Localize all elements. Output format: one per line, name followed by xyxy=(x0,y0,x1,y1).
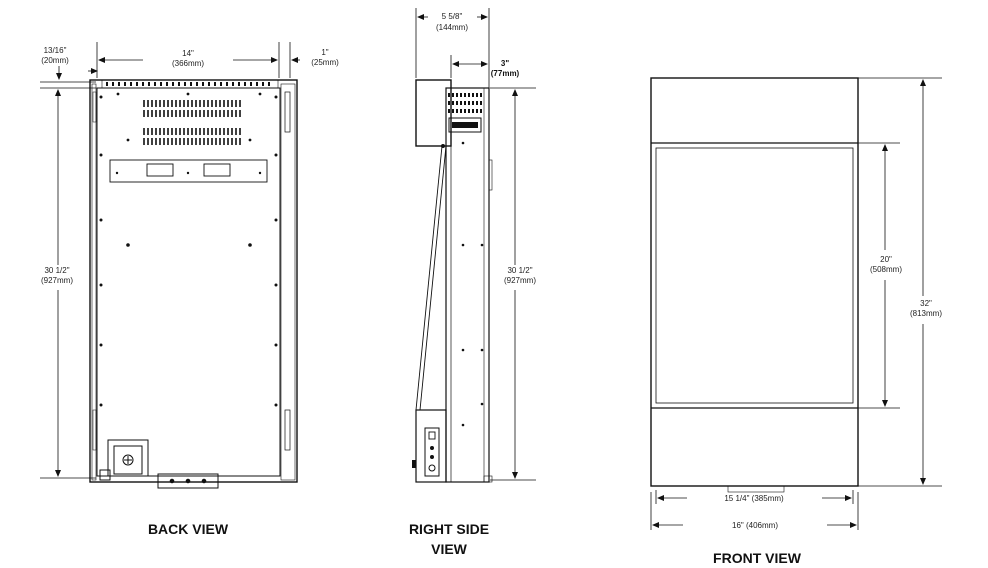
side-view-caption-line1: RIGHT SIDE xyxy=(409,521,489,537)
front-height-mm: (813mm) xyxy=(910,309,942,318)
front-opening-height-mm: (508mm) xyxy=(870,265,902,274)
side-height-label: 30 1/2" xyxy=(507,266,532,275)
front-body xyxy=(650,77,859,493)
front-opening-height-label: 20" xyxy=(880,255,892,264)
back-bottom-bracket xyxy=(157,473,219,489)
back-right-margin-label: 1" xyxy=(321,48,328,57)
side-body xyxy=(415,79,493,483)
front-height-label: 32" xyxy=(920,299,932,308)
front-view: 20" (508mm) 32" (813mm) 15 1/4" (385mm) … xyxy=(650,77,942,530)
front-outer-width-label: 16" (406mm) xyxy=(732,521,778,530)
side-view-caption-line2: VIEW xyxy=(431,541,468,557)
back-panel xyxy=(89,79,298,483)
back-right-margin-mm: (25mm) xyxy=(311,58,339,67)
back-vent-grille-lower xyxy=(143,128,241,145)
back-top-vent xyxy=(101,79,279,89)
back-height-mm: (927mm) xyxy=(41,276,73,285)
back-dimension-lines xyxy=(40,42,300,479)
side-depth-mm: (144mm) xyxy=(436,23,468,32)
back-screws xyxy=(99,92,278,407)
back-left-margin-label: 13/16" xyxy=(44,46,67,55)
side-step-label: 3" xyxy=(501,59,509,68)
front-dimension-lines xyxy=(650,77,942,530)
side-vent xyxy=(441,93,484,427)
back-width-label: 14" xyxy=(182,49,194,58)
front-inner-width-label: 15 1/4" (385mm) xyxy=(724,494,784,503)
back-vent-grille-upper xyxy=(142,98,242,119)
side-dimension-lines xyxy=(415,8,536,481)
back-height-label: 30 1/2" xyxy=(44,266,69,275)
side-view: 5 5/8" (144mm) 3" (77mm) 30 1/2" (927mm) xyxy=(412,8,536,483)
side-control-panel xyxy=(412,427,440,477)
front-view-caption: FRONT VIEW xyxy=(713,550,802,566)
back-left-margin-mm: (20mm) xyxy=(41,56,69,65)
back-mounting-bracket xyxy=(109,159,268,183)
back-view-caption: BACK VIEW xyxy=(148,521,229,537)
back-electrical-box xyxy=(99,439,149,481)
back-view: 13/16" (20mm) 14" (366mm) 1" (25mm) 30 1… xyxy=(40,42,339,489)
side-depth-label: 5 5/8" xyxy=(442,12,463,21)
side-height-mm: (927mm) xyxy=(504,276,536,285)
side-step-mm: (77mm) xyxy=(491,69,520,78)
back-width-mm: (366mm) xyxy=(172,59,204,68)
